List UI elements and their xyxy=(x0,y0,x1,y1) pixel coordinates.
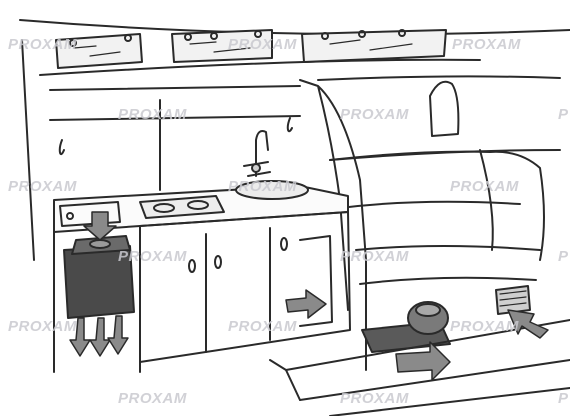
cabin-bulkhead xyxy=(300,80,366,370)
cabin-side-wall xyxy=(318,76,560,160)
porthole-window xyxy=(172,30,272,62)
airflow-arrow xyxy=(70,318,90,356)
fan-unit xyxy=(362,302,450,352)
airflow-arrow xyxy=(108,316,128,354)
galley-cabinets xyxy=(140,212,350,362)
airflow-arrow xyxy=(90,318,110,356)
porthole-window xyxy=(56,34,142,68)
cabin-arch-window xyxy=(430,82,458,136)
sink-faucet xyxy=(236,131,308,199)
porthole-window xyxy=(302,30,446,62)
floor-vent xyxy=(496,286,530,314)
galley-back-wall xyxy=(50,86,300,190)
heater-unit xyxy=(64,236,134,318)
airflow-arrow xyxy=(286,290,326,318)
